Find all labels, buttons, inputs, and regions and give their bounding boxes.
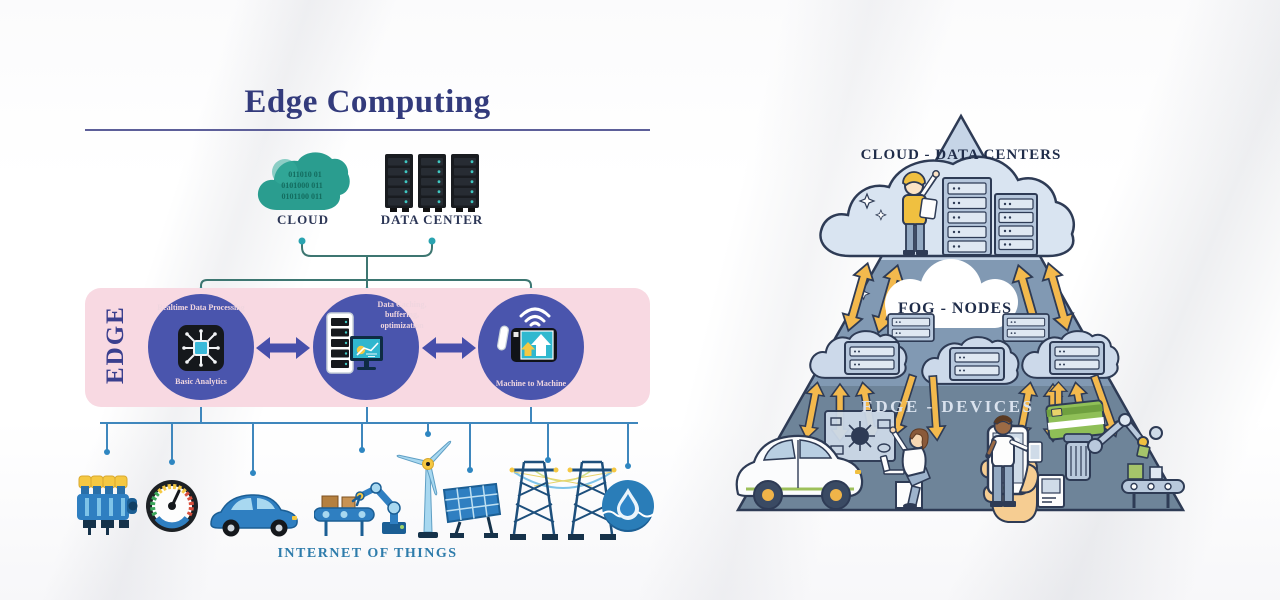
cloud-label: CLOUD <box>277 212 329 227</box>
ring <box>1149 426 1163 440</box>
hard-hat-icon <box>902 171 926 187</box>
bidirectional-arrow-icon <box>422 337 476 359</box>
fog-server <box>1002 313 1050 343</box>
robot-arm <box>1087 413 1163 459</box>
iot-label: INTERNET OF THINGS <box>277 546 458 561</box>
standing-person <box>985 415 1043 507</box>
node-label-realtime: Realtime Data Processing <box>157 303 245 312</box>
robot-conveyor-icon <box>314 482 406 536</box>
fog-server <box>844 341 900 375</box>
server-rack <box>994 193 1038 256</box>
car-icon <box>210 494 298 537</box>
fog-layer <box>809 259 1120 385</box>
cloud-to-edge-connectors <box>200 241 532 291</box>
edge-label: EDGE <box>102 305 129 384</box>
sitting-person <box>879 426 932 509</box>
page-title: Edge Computing <box>244 84 491 120</box>
node-label-caching: Data Caching, buffering, optimization <box>377 300 427 330</box>
cloud-layer <box>819 155 1075 300</box>
car-illustration <box>735 434 864 510</box>
data-center-icon <box>385 154 479 212</box>
data-center-label: DATA CENTER <box>380 212 484 227</box>
monitor <box>350 336 383 370</box>
circuit-board <box>824 410 896 462</box>
gauge-icon <box>146 480 198 532</box>
level-label-cloud: CLOUD - DATA CENTERS <box>861 147 1062 163</box>
credit-card <box>1045 399 1106 441</box>
fog-server <box>949 347 1005 381</box>
fog-server <box>1049 341 1105 375</box>
pedestal-appliance <box>1063 433 1093 481</box>
server-monitor-icon <box>326 312 383 374</box>
clipboard <box>919 197 938 220</box>
binary-text-row: 011010 01 <box>288 170 322 179</box>
level-label-edge: EDGE - DEVICES <box>862 397 1035 416</box>
up-arrow-small <box>521 342 535 356</box>
title-underline <box>85 129 650 131</box>
node-label-analytics: Basic Analytics <box>175 377 227 386</box>
power-towers-icon <box>508 460 618 542</box>
server-rack <box>942 177 992 256</box>
server-slots <box>388 158 476 206</box>
water-drop-icon <box>601 480 655 532</box>
wifi-icon <box>519 307 551 327</box>
worker-figure <box>902 170 940 255</box>
wireless-device-icon <box>497 307 557 362</box>
cloud-icon: 011010 01 0101000 011 0101100 011 <box>257 152 350 210</box>
iot-connector-dots <box>104 431 631 476</box>
fog-server <box>887 313 935 343</box>
bidirectional-arrow-icon <box>256 337 310 359</box>
binary-text-row: 0101000 011 <box>281 181 323 190</box>
solar-panel-icon <box>442 482 502 538</box>
level-label-fog: FOG - NODES <box>898 300 1012 317</box>
antenna <box>497 325 509 351</box>
computer-tower <box>1037 474 1065 508</box>
up-arrow-large <box>531 334 551 356</box>
edge-to-iot-connectors <box>100 400 638 473</box>
edge-layer <box>735 399 1185 523</box>
binary-text-row: 0101100 011 <box>281 192 322 201</box>
conveyor-belt <box>1121 463 1185 508</box>
node-label-m2m: Machine to Machine <box>495 379 567 388</box>
engine-icon <box>77 475 138 535</box>
pyramid-diagram: CLOUD - DATA CENTERS FOG - NODES EDGE - … <box>735 113 1186 523</box>
chip-icon <box>178 325 224 371</box>
thumb <box>1018 462 1039 494</box>
wind-turbine-icon <box>396 440 452 538</box>
